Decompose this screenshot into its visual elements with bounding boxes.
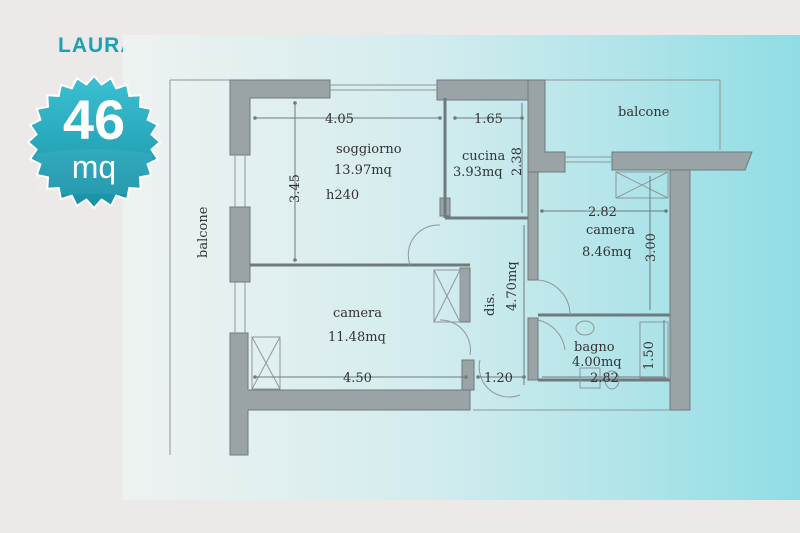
dim-camera-right-width: 2.82: [588, 205, 617, 220]
wall-right-stub: [527, 171, 539, 281]
label-balcone-top: balcone: [618, 105, 670, 120]
windows: [234, 84, 612, 333]
wall-right-upper: [527, 79, 566, 173]
dim-dis-length: 4.70mq: [505, 261, 520, 311]
wall-right-top: [611, 151, 753, 171]
wall-left-mid: [229, 206, 251, 283]
area-camera-right: 8.46mq: [582, 245, 632, 260]
wall-left-bottom: [229, 332, 471, 456]
dim-camera-right-height: 3.00: [644, 233, 659, 262]
dimension-lines: [255, 103, 666, 385]
badge-starburst: [26, 74, 162, 210]
label-camera-right: camera: [586, 223, 635, 238]
area-bagno: 4.00mq: [572, 355, 622, 370]
dim-cucina-height: 2.38: [510, 147, 525, 176]
area-cucina: 3.93mq: [453, 165, 503, 180]
dim-soggiorno-height: 3.45: [288, 174, 303, 203]
dimension-ticks: [253, 101, 668, 379]
wardrobes: [251, 171, 669, 390]
dim-bagno-height: 1.50: [642, 341, 657, 370]
area-badge: [26, 74, 162, 210]
dim-dis-width: 1.20: [484, 371, 513, 386]
dim-camera-big-width: 4.50: [343, 371, 372, 386]
badge-unit: mq: [71, 149, 117, 185]
bathroom-fixtures: [575, 320, 669, 390]
walls: [229, 79, 753, 456]
wall-corridor-stub: [461, 359, 475, 391]
dim-bagno-width: 2.82: [590, 371, 619, 386]
height-soggiorno: h240: [326, 188, 359, 203]
label-camera-big: camera: [333, 306, 382, 321]
wall-top-left: [229, 79, 331, 156]
label-dis: dis.: [483, 293, 498, 316]
area-soggiorno: 13.97mq: [334, 163, 392, 178]
dim-cucina-width: 1.65: [474, 112, 503, 127]
badge-value: 46: [62, 88, 126, 151]
brand-name: LAURA: [58, 34, 137, 57]
interior-walls: [250, 98, 670, 382]
label-bagno: bagno: [574, 340, 615, 355]
wall-right-outer: [669, 169, 691, 411]
doors: [407, 224, 571, 398]
label-cucina: cucina: [462, 149, 505, 164]
area-camera-big: 11.48mq: [328, 330, 386, 345]
label-soggiorno: soggiorno: [336, 142, 402, 157]
label-balcone-left: balcone: [196, 206, 211, 258]
dim-soggiorno-width: 4.05: [325, 112, 354, 127]
wall-mid-stub: [459, 267, 471, 323]
wall-right-lower: [527, 317, 539, 381]
